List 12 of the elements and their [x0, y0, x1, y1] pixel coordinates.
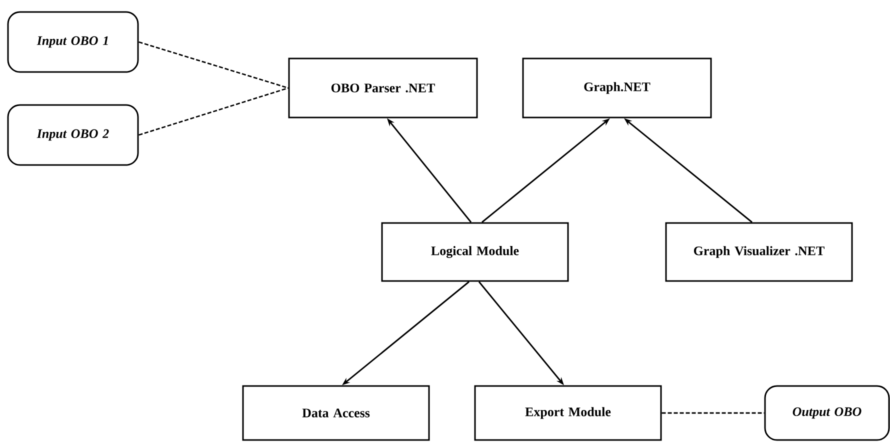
module-box: Graph.NET [522, 58, 712, 118]
module-box: OBO Parser .NET [288, 58, 478, 118]
input-output-box: Input OBO 1 [7, 11, 139, 73]
module-box: Export Module [474, 385, 662, 441]
dashed-connector [138, 41, 288, 89]
module-box: Graph Visualizer .NET [665, 222, 853, 282]
input-output-box: Input OBO 2 [7, 104, 139, 166]
input-output-box: Output OBO [764, 385, 890, 441]
module-box: Logical Module [381, 222, 569, 282]
dashed-connector [662, 412, 764, 414]
dashed-connector [138, 87, 288, 136]
module-box: Data Access [242, 385, 430, 441]
